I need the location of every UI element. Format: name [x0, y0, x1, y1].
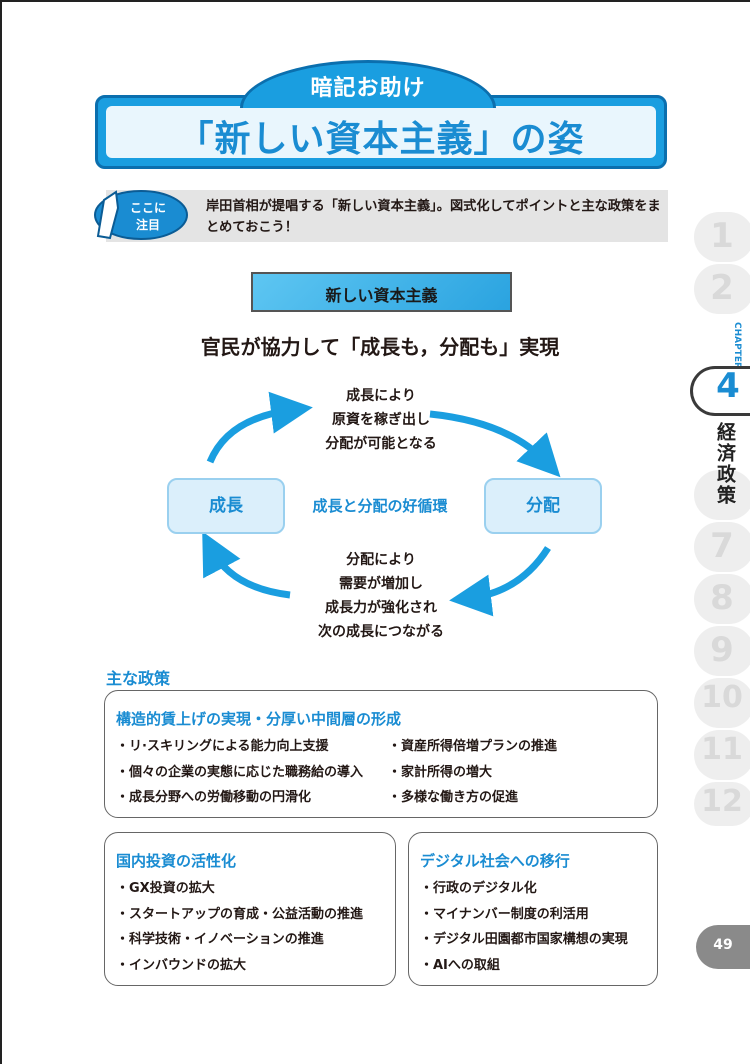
- top-cycle-text: 成長により 原資を稼ぎ出し 分配が可能となる: [281, 384, 481, 456]
- bottom-line-3: 成長力が強化され: [325, 600, 437, 616]
- policy-item: ・行政のデジタル化: [420, 881, 537, 896]
- policy-item: ・インバウンドの拡大: [116, 958, 247, 973]
- chapter-tab-9[interactable]: 9: [710, 630, 734, 670]
- bottom-line-1: 分配により: [346, 552, 416, 568]
- policy-box-investment: [104, 832, 396, 986]
- top-line-3: 分配が可能となる: [325, 436, 437, 452]
- policy-item: ・マイナンバー制度の利活用: [420, 907, 589, 922]
- concept-header: 新しい資本主義: [325, 286, 438, 305]
- policy-item: ・多様な働き方の促進: [388, 790, 519, 805]
- policy-item: ・資産所得倍増プランの推進: [388, 739, 558, 754]
- policy-box-digital: [408, 832, 658, 986]
- arrow-bottom-left: [202, 531, 291, 599]
- badge-text-1: ここに: [130, 201, 166, 215]
- page-frame-left: [0, 0, 2, 1064]
- page-title: 「新しい資本主義」の姿: [177, 119, 585, 160]
- policy-box-investment-title: 国内投資の活性化: [116, 852, 237, 870]
- badge-text-2: 注目: [136, 217, 160, 232]
- policy-item: ・科学技術・イノベーションの推進: [116, 932, 324, 947]
- chapter-tab-8[interactable]: 8: [710, 578, 734, 618]
- title-box: [95, 95, 667, 169]
- policy-item: ・個々の企業の実態に応じた職務給の導入: [116, 765, 364, 780]
- bottom-line-4: 次の成長につながる: [318, 624, 444, 640]
- cycle-center-label: 成長と分配の好循環: [312, 497, 448, 515]
- chapter-tab-10[interactable]: 10: [701, 680, 743, 715]
- note-banner: [106, 190, 668, 242]
- thumbs-up-badge-icon: ここに 注目: [94, 190, 188, 240]
- top-line-2: 原資を稼ぎ出し: [332, 412, 430, 428]
- page-frame-top: [0, 0, 750, 2]
- diagram-subtitle: 官民が協力して「成長も，分配も」実現: [200, 335, 560, 359]
- concept-header-box: [251, 272, 512, 312]
- chapter-tab-current[interactable]: [690, 366, 750, 416]
- chapter-name: 経済政策: [714, 422, 736, 506]
- policy-item: ・AIへの取組: [420, 958, 500, 973]
- policy-item: ・家計所得の増大: [388, 765, 493, 780]
- page-number-tab: [696, 925, 750, 969]
- policies-heading: 主な政策: [106, 669, 171, 688]
- chapter-tab-11[interactable]: 11: [701, 732, 743, 767]
- bottom-cycle-text: 分配により 需要が増加し 成長力が強化され 次の成長につながる: [281, 548, 481, 644]
- chapter-tab-1[interactable]: 1: [710, 216, 734, 256]
- policy-item: ・スタートアップの育成・公益活動の推進: [116, 907, 364, 922]
- policy-item: ・リ·スキリングによる能力向上支援: [116, 739, 329, 754]
- arrow-top-right: [429, 410, 561, 478]
- policy-item: ・成長分野への労働移動の円滑化: [116, 790, 312, 805]
- chapter-tab-4[interactable]: 4: [716, 366, 740, 406]
- top-line-1: 成長により: [346, 388, 416, 404]
- chapter-tab-2[interactable]: 2: [710, 268, 734, 308]
- title-tab-label: 暗記お助け: [310, 76, 426, 101]
- policy-box-wages: [104, 690, 658, 818]
- chapter-label: CHAPTER: [732, 322, 742, 369]
- arrow-top-left: [206, 391, 313, 464]
- chapter-tab-backgrounds: [694, 212, 750, 826]
- policy-box-digital-title: デジタル社会への移行: [420, 852, 570, 870]
- note-text: 岸田首相が提唱する「新しい資本主義」。図式化してポイントと主な政策をまとめておこ…: [206, 199, 661, 235]
- policy-box-wages-title: 構造的賃上げの実現・分厚い中間層の形成: [116, 710, 402, 728]
- node-distribution: 分配: [484, 478, 602, 534]
- policy-item: ・GX投資の拡大: [116, 881, 215, 896]
- policy-item: ・デジタル田園都市国家構想の実現: [420, 932, 628, 947]
- page-number: 49: [713, 937, 733, 953]
- node-growth: 成長: [167, 478, 285, 534]
- bottom-line-2: 需要が増加し: [339, 576, 423, 592]
- arrow-bottom-right: [449, 546, 551, 617]
- chapter-tab-7[interactable]: 7: [710, 526, 734, 566]
- chapter-tab-12[interactable]: 12: [701, 784, 743, 819]
